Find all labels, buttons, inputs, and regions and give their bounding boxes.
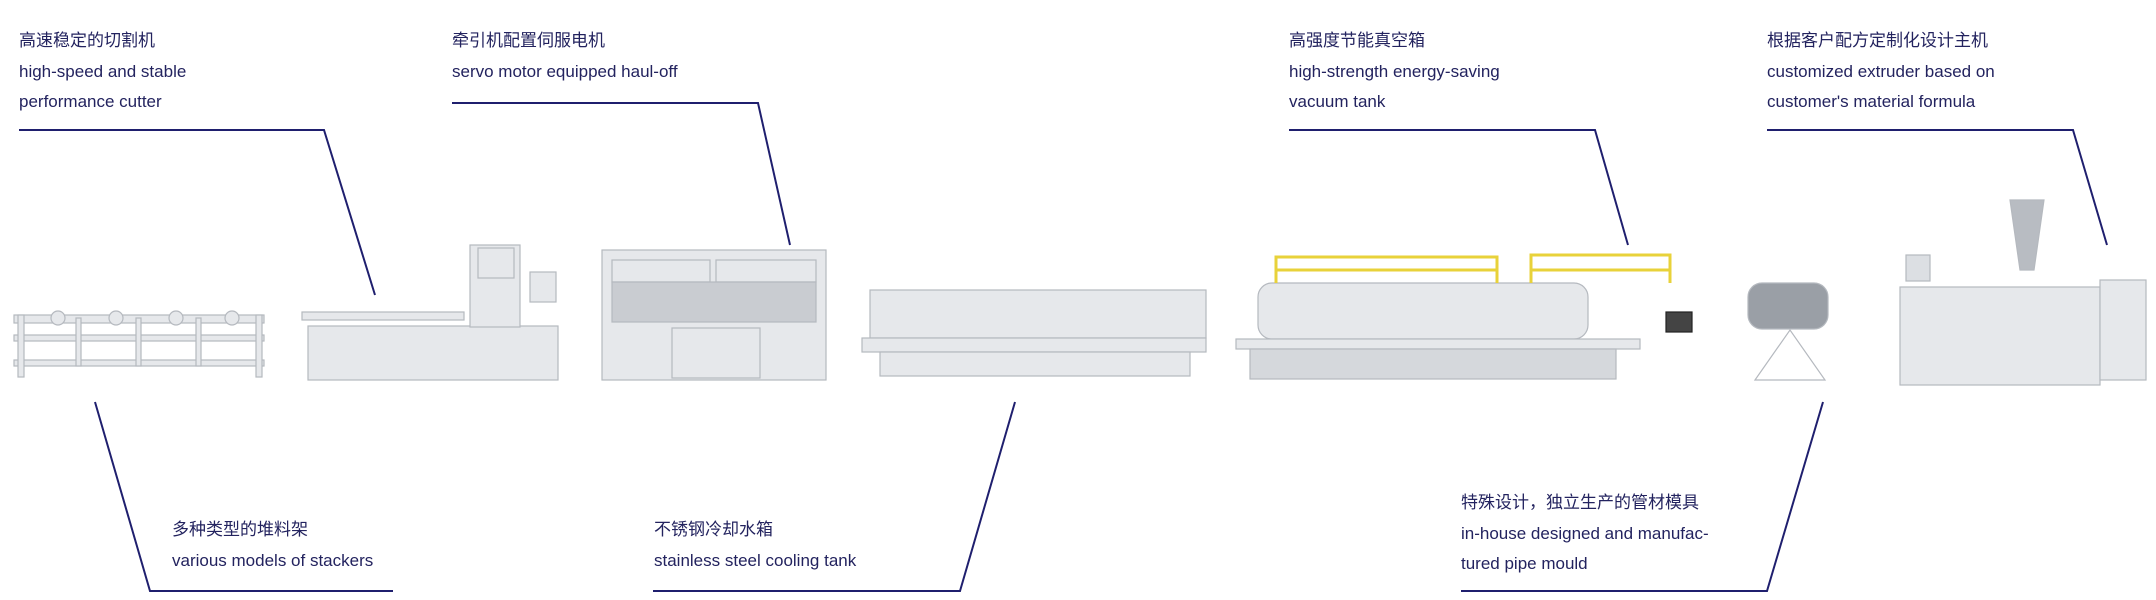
cooling-tank-machine	[861, 289, 1207, 377]
callout-line-cutter	[19, 129, 376, 296]
callout-haul-off: 牵引机配置伺服电机 servo motor equipped haul-off	[452, 26, 678, 87]
callout-cutter: 高速稳定的切割机 high-speed and stable performan…	[19, 26, 186, 118]
callout-en: high-speed and stable	[19, 61, 187, 81]
stacker-machine	[13, 310, 265, 378]
callout-en: stainless steel cooling tank	[654, 550, 857, 570]
callout-en: high-strength energy-saving	[1289, 61, 1500, 81]
callout-stacker: 多种类型的堆料架 various models of stackers	[172, 515, 373, 576]
callout-zh: 高速稳定的切割机	[19, 31, 155, 50]
callout-line-haul-off	[452, 102, 791, 246]
cutter-machine	[301, 244, 559, 381]
callout-zh: 特殊设计，独立生产的管材模具	[1461, 493, 1699, 512]
callout-extruder: 根据客户配方定制化设计主机 customized extruder based …	[1767, 26, 1995, 118]
callout-en: performance cutter	[19, 92, 162, 111]
callout-cooling-tank: 不锈钢冷却水箱 stainless steel cooling tank	[654, 515, 856, 576]
haul-off-machine	[601, 249, 827, 381]
extruder-machine	[1747, 199, 2147, 386]
callout-en: tured pipe mould	[1461, 554, 1588, 573]
callout-en: various models of stackers	[172, 550, 374, 570]
callout-zh: 不锈钢冷却水箱	[654, 520, 773, 539]
callout-line-extruder	[1767, 129, 2108, 246]
callout-en: customer's material formula	[1767, 92, 1976, 111]
callout-en: vacuum tank	[1289, 92, 1386, 111]
callout-en: customized extruder based on	[1767, 61, 1995, 81]
callout-line-stacker	[94, 401, 393, 592]
callout-vacuum-tank: 高强度节能真空箱 high-strength energy-saving vac…	[1289, 26, 1500, 118]
callout-line-mould	[1461, 401, 1824, 592]
callout-zh: 牵引机配置伺服电机	[452, 31, 605, 50]
callout-zh: 根据客户配方定制化设计主机	[1767, 31, 1988, 50]
callout-zh: 多种类型的堆料架	[172, 520, 308, 539]
safety-rails	[1274, 253, 1672, 283]
callout-en: in-house designed and manufac-	[1461, 523, 1709, 543]
callout-mould: 特殊设计，独立生产的管材模具 in-house designed and man…	[1461, 488, 1709, 580]
callout-line-cooling-tank	[653, 401, 1016, 592]
callout-line-vacuum-tank	[1289, 129, 1629, 246]
callout-zh: 高强度节能真空箱	[1289, 31, 1425, 50]
vacuum-tank-machine	[1235, 282, 1693, 380]
callout-en: servo motor equipped haul-off	[452, 61, 678, 81]
